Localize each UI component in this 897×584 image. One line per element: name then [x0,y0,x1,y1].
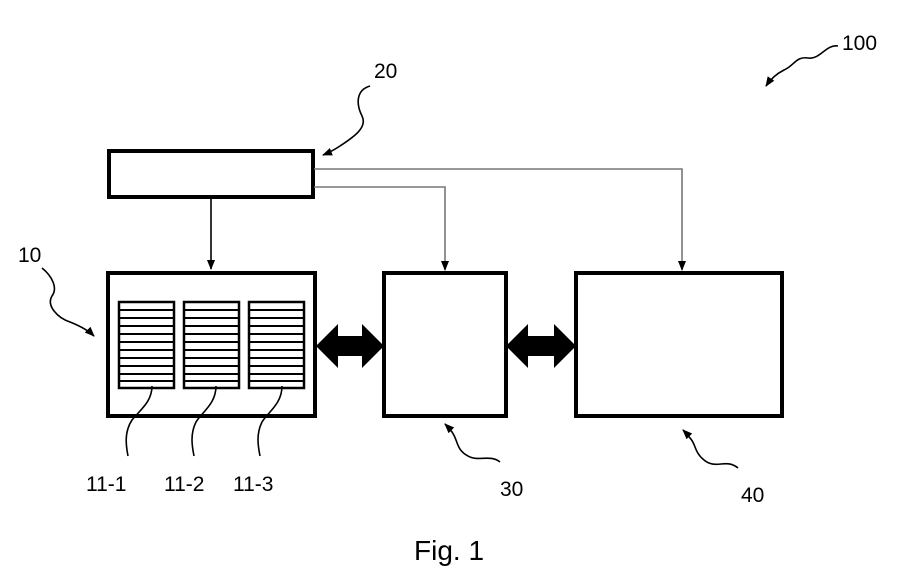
label-11-2: 11-2 [164,473,204,496]
bidirectional-arrow-30-40 [506,324,576,368]
leader-11-1 [126,386,152,456]
label-10: 10 [18,244,41,267]
label-20: 20 [374,60,397,83]
block-30 [384,273,506,416]
block-40 [576,273,782,416]
bank-11-1 [119,302,174,388]
leader-10 [42,268,94,336]
bank-11-3 [249,302,304,388]
label-11-3: 11-3 [233,473,273,496]
line-20-to-30 [314,187,445,270]
block-10 [108,273,315,416]
leader-40 [683,430,738,468]
label-30: 30 [500,478,523,501]
leader-20 [323,86,370,155]
leader-11-2 [192,386,216,456]
label-11-1: 11-1 [86,473,126,496]
line-20-to-40 [314,169,682,270]
label-40: 40 [741,484,764,507]
control-lines [211,169,682,270]
bidirectional-arrow-10-30 [316,324,384,368]
leader-11-3 [258,386,282,456]
leader-30 [445,424,500,462]
leader-lines [42,46,838,468]
label-100: 100 [842,32,877,55]
block-10-outline [108,273,315,416]
block-20 [109,151,313,197]
leader-100 [766,46,838,86]
figure-caption: Fig. 1 [414,535,484,566]
bank-11-2 [184,302,239,388]
